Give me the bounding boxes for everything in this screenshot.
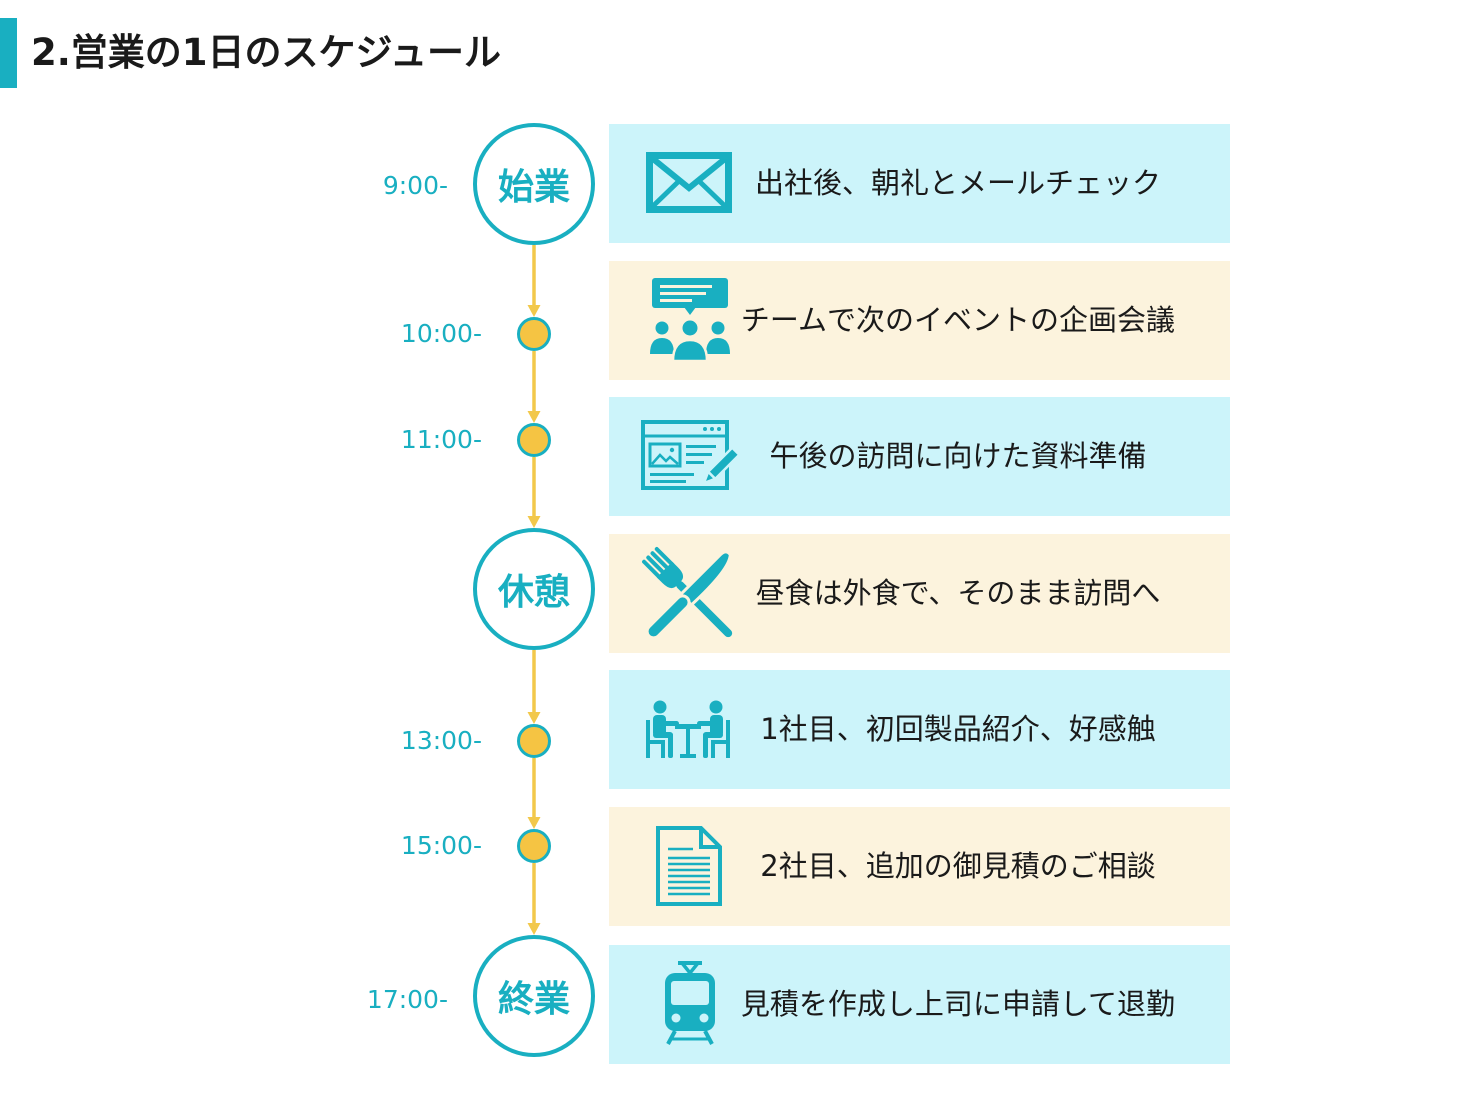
meeting-table-icon: [645, 700, 731, 758]
timeline-dot: [517, 724, 551, 758]
milestone-circle: 休憩: [473, 528, 595, 650]
milestone-circle: 始業: [473, 123, 595, 245]
time-label: 11:00-: [400, 425, 482, 454]
document-icon-graphic: [656, 826, 722, 906]
connector-arrow: [527, 351, 541, 423]
card-text: 午後の訪問に向けた資料準備: [769, 439, 1147, 473]
train-icon-graphic: [665, 961, 715, 1045]
schedule-card: 2社目、追加の御見積のご相談: [609, 807, 1230, 926]
milestone-label: 休憩: [497, 572, 570, 613]
timeline-dot: [517, 317, 551, 351]
envelope-icon-graphic: [646, 152, 732, 213]
meeting-table-icon-graphic: [646, 700, 730, 758]
connector-arrow: [527, 457, 541, 528]
schedule-card: 見積を作成し上司に申請して退勤: [609, 945, 1230, 1064]
card-text: 2社目、追加の御見積のご相談: [760, 849, 1156, 883]
document-icon: [655, 825, 723, 907]
time-label: 17:00-: [366, 985, 448, 1014]
card-text: 見積を作成し上司に申請して退勤: [740, 987, 1176, 1021]
card-text: 昼食は外食で、そのまま訪問へ: [755, 576, 1161, 610]
connector-arrow: [527, 758, 541, 829]
schedule-card: 午後の訪問に向けた資料準備: [609, 397, 1230, 516]
connector-arrow: [527, 650, 541, 724]
milestone-label: 終業: [497, 979, 570, 1020]
fork-knife-icon: [642, 547, 735, 640]
card-text: 出社後、朝礼とメールチェック: [754, 166, 1161, 200]
time-label: 10:00-: [400, 319, 482, 348]
connector-arrow: [527, 863, 541, 935]
time-label: 9:00-: [382, 171, 448, 200]
title-accent-bar: [0, 18, 17, 88]
card-text: チームで次のイベントの企画会議: [740, 303, 1176, 337]
time-label: 15:00-: [400, 831, 482, 860]
team-meeting-icon: [650, 278, 730, 363]
card-text: 1社目、初回製品紹介、好感触: [760, 712, 1156, 746]
time-label: 13:00-: [400, 726, 482, 755]
timeline-dot: [517, 829, 551, 863]
schedule-card: 出社後、朝礼とメールチェック: [609, 124, 1230, 243]
timeline-dot: [517, 423, 551, 457]
envelope-icon: [646, 152, 732, 213]
schedule-card: 1社目、初回製品紹介、好感触: [609, 670, 1230, 789]
schedule-card: チームで次のイベントの企画会議: [609, 261, 1230, 380]
train-icon: [663, 960, 717, 1046]
milestone-label: 始業: [497, 167, 570, 208]
milestone-circle: 終業: [473, 935, 595, 1057]
document-edit-icon: [641, 420, 742, 490]
fork-knife-icon-graphic: [642, 547, 733, 640]
page-title: 2.営業の1日のスケジュール: [31, 31, 501, 74]
document-edit-icon-graphic: [641, 420, 742, 490]
schedule-card: 昼食は外食で、そのまま訪問へ: [609, 534, 1230, 653]
team-meeting-icon-graphic: [650, 278, 730, 363]
connector-arrow: [527, 245, 541, 317]
